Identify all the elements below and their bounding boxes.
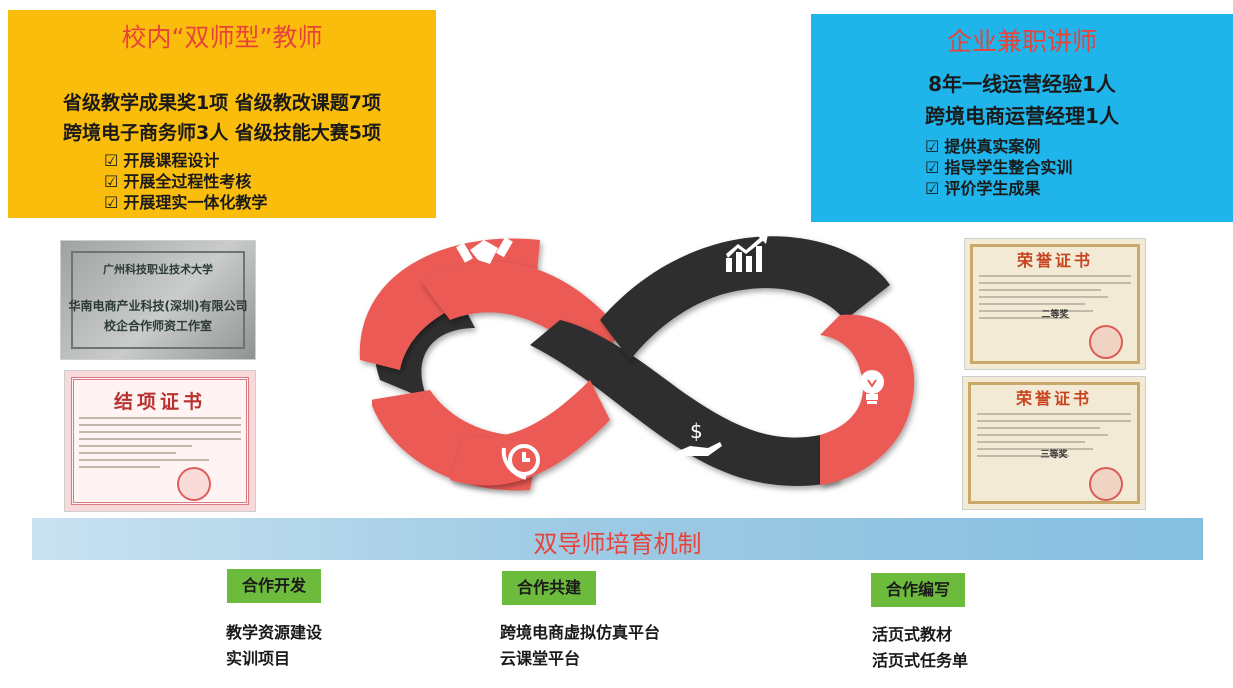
- enterprise-lecturer-panel: 企业兼职讲师 8年一线运营经验1人 跨境电商运营经理1人 ☑提供真实案例 ☑指导…: [811, 14, 1233, 222]
- enterprise-lecturer-title: 企业兼职讲师: [946, 27, 1097, 56]
- honor-certificate-photo-2: 荣誉证书 三等奖: [962, 376, 1146, 510]
- red-seal-icon: [177, 467, 211, 501]
- checkbox-icon: ☑: [925, 137, 940, 156]
- tag-cooperative-development: 合作开发: [227, 569, 321, 603]
- enterprise-experience-line: 8年一线运营经验1人: [928, 72, 1116, 96]
- infinity-segment-top-right-dark: [600, 236, 890, 360]
- enterprise-manager-line: 跨境电商运营经理1人: [925, 104, 1119, 128]
- red-seal-icon: [1089, 325, 1123, 359]
- checkbox-icon: ☑: [104, 151, 119, 170]
- completion-certificate-title: 结项证书: [113, 391, 206, 413]
- plaque-company-name: 华南电商产业科技(深圳)有限公司: [68, 299, 248, 313]
- checkbox-icon: ☑: [925, 179, 940, 198]
- handshake-icon: [456, 237, 513, 264]
- column-item: 实训项目: [226, 649, 291, 668]
- column-item: 云课堂平台: [500, 649, 581, 668]
- honor-certificate-prize: 二等奖: [1041, 310, 1069, 320]
- checklist-item: ☑开展全过程性考核: [104, 172, 252, 191]
- completion-certificate-photo: 结项证书: [64, 370, 256, 512]
- enterprise-checklist: ☑提供真实案例 ☑指导学生整合实训 ☑评价学生成果: [925, 136, 1072, 199]
- checklist-item: ☑开展理实一体化教学: [104, 193, 268, 212]
- school-teacher-title: 校内“双师型”教师: [121, 23, 323, 52]
- lightbulb-icon: [860, 370, 884, 404]
- infinity-segment-lower-band-red: [450, 380, 610, 486]
- plaque-studio-name: 校企合作师资工作室: [103, 319, 212, 333]
- checklist-item: ☑提供真实案例: [925, 137, 1041, 156]
- banner-title: 双导师培育机制: [533, 530, 702, 558]
- time-call-icon: [501, 444, 540, 480]
- checklist-item: ☑评价学生成果: [925, 179, 1041, 198]
- honor-certificate-photo-1: 荣誉证书 二等奖: [964, 238, 1146, 370]
- dual-mentor-mechanism-banner: 双导师培育机制: [32, 518, 1203, 560]
- plaque-school-name: 广州科技职业技术大学: [103, 263, 213, 276]
- checklist-item: ☑指导学生整合实训: [925, 158, 1073, 177]
- column-item: 跨境电商虚拟仿真平台: [500, 623, 661, 642]
- checkbox-icon: ☑: [925, 158, 940, 177]
- honor-certificate-title: 荣誉证书: [1016, 251, 1093, 270]
- tag-cooperative-construction: 合作共建: [502, 571, 596, 605]
- money-hand-icon: $: [676, 419, 722, 458]
- cooperation-plaque-photo: 广州科技职业技术大学 华南电商产业科技(深圳)有限公司 校企合作师资工作室: [60, 240, 256, 360]
- growth-chart-icon: [726, 234, 768, 272]
- infinity-segment-center-dark: [530, 320, 840, 486]
- school-teacher-achievements-2: 跨境电子商务师3人 省级技能大赛5项: [62, 122, 382, 144]
- tag-cooperative-writing: 合作编写: [871, 573, 965, 607]
- checkbox-icon: ☑: [104, 193, 119, 212]
- school-teacher-checklist: ☑开展课程设计 ☑开展全过程性考核 ☑开展理实一体化教学: [104, 150, 267, 213]
- honor-certificate-prize: 三等奖: [1040, 450, 1068, 460]
- checklist-item: ☑开展课程设计: [104, 151, 220, 170]
- red-seal-icon: [1089, 467, 1123, 501]
- column-item: 教学资源建设: [226, 623, 323, 642]
- checkbox-icon: ☑: [104, 172, 119, 191]
- school-teacher-panel: 校内“双师型”教师 省级教学成果奖1项 省级教改课题7项 跨境电子商务师3人 省…: [8, 10, 436, 218]
- svg-text:$: $: [690, 419, 703, 443]
- team-icon: [340, 374, 372, 408]
- column-item: 活页式教材: [872, 625, 953, 644]
- honor-certificate-title: 荣誉证书: [1015, 389, 1092, 408]
- school-teacher-achievements-1: 省级教学成果奖1项 省级教改课题7项: [62, 92, 382, 114]
- column-item: 活页式任务单: [872, 651, 969, 670]
- infinity-cycle-diagram: $: [340, 234, 915, 491]
